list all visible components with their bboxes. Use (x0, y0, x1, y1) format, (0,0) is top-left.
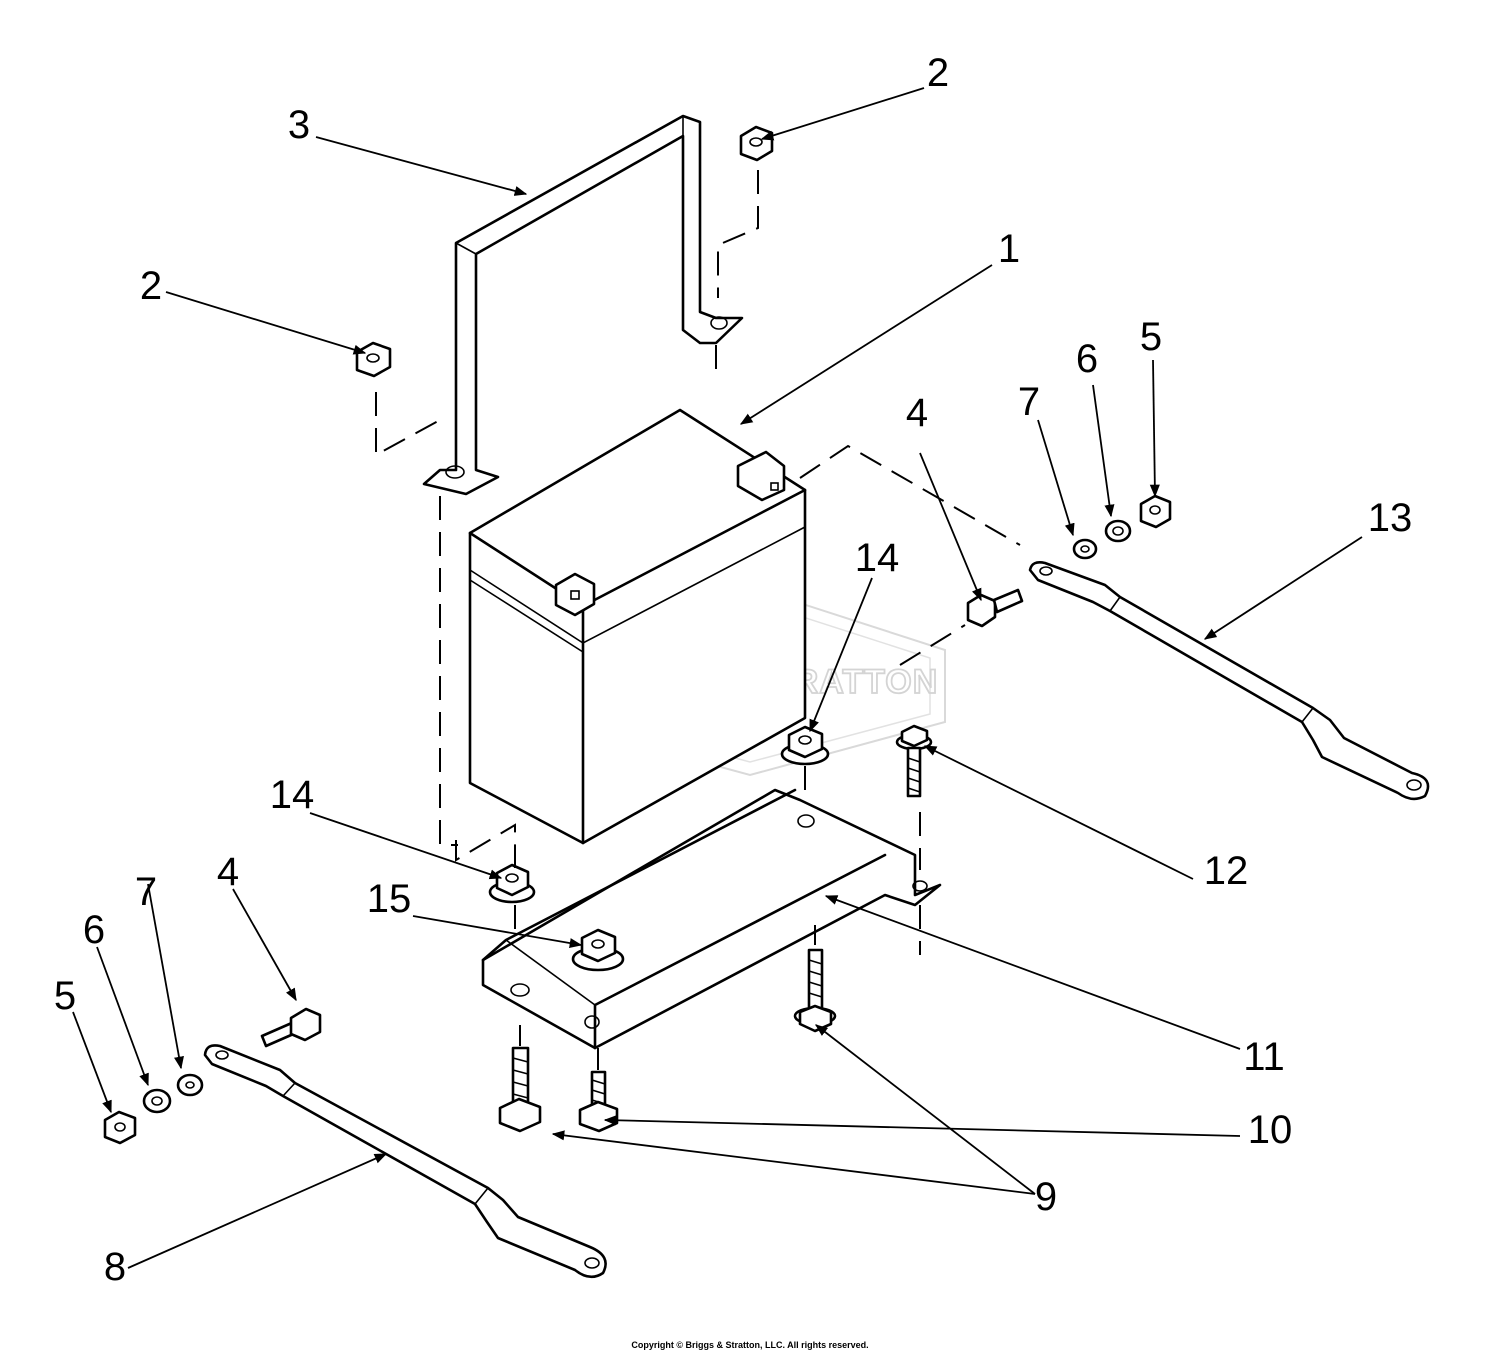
callout-14-right: 14 (855, 536, 900, 580)
callout-2-top: 2 (927, 51, 949, 95)
callout-13: 13 (1368, 496, 1413, 540)
hold-down-strap (422, 114, 744, 496)
callout-7-left: 7 (135, 870, 157, 914)
washer-left (176, 1073, 204, 1097)
nut-right (1139, 494, 1172, 529)
callout-4-left: 4 (217, 850, 239, 894)
flange-nut-left (488, 863, 536, 904)
bolt-left (260, 1007, 322, 1048)
callout-10: 10 (1248, 1108, 1293, 1152)
callout-3: 3 (288, 103, 310, 147)
assembly-lines (375, 170, 1021, 1070)
callout-9: 9 (1035, 1175, 1057, 1219)
nut-left (103, 1110, 137, 1145)
callout-7-right: 7 (1018, 380, 1040, 424)
lock-washer-left (142, 1088, 172, 1114)
hex-nut-left (355, 341, 392, 378)
callout-6-left: 6 (83, 908, 105, 952)
bolt-10 (578, 1070, 619, 1133)
callout-11: 11 (1243, 1035, 1285, 1079)
callout-5-right: 5 (1140, 315, 1162, 359)
lock-washer-right (1104, 519, 1132, 543)
callout-15: 15 (367, 877, 412, 921)
callout-12: 12 (1204, 849, 1249, 893)
battery-cable-13 (1028, 561, 1430, 801)
flange-bolt-12 (895, 724, 933, 798)
callout-1: 1 (998, 227, 1020, 271)
callout-4-right: 4 (906, 391, 928, 435)
callout-6-right: 6 (1076, 337, 1098, 381)
callout-14-left: 14 (270, 773, 315, 817)
flange-nut-tray (571, 928, 625, 972)
copyright-notice: Copyright © Briggs & Stratton, LLC. All … (631, 1340, 869, 1350)
battery (468, 408, 807, 845)
hex-nut-top-right (739, 125, 774, 162)
bolt-9-bottom (498, 1046, 542, 1133)
bolt-right (966, 588, 1024, 628)
callout-8: 8 (104, 1245, 126, 1289)
callout-2-left: 2 (140, 264, 162, 308)
washer-right (1072, 538, 1098, 560)
leader-lines (72, 87, 1363, 1269)
battery-cable-8 (203, 1044, 607, 1279)
battery-tray (481, 788, 942, 1050)
callout-5-left: 5 (54, 974, 76, 1018)
flange-nut-right (780, 725, 830, 766)
bolt-9-right (793, 948, 837, 1033)
callout-labels: 2 3 1 2 5 6 7 4 13 14 14 12 4 7 15 6 5 1… (54, 51, 1412, 1289)
